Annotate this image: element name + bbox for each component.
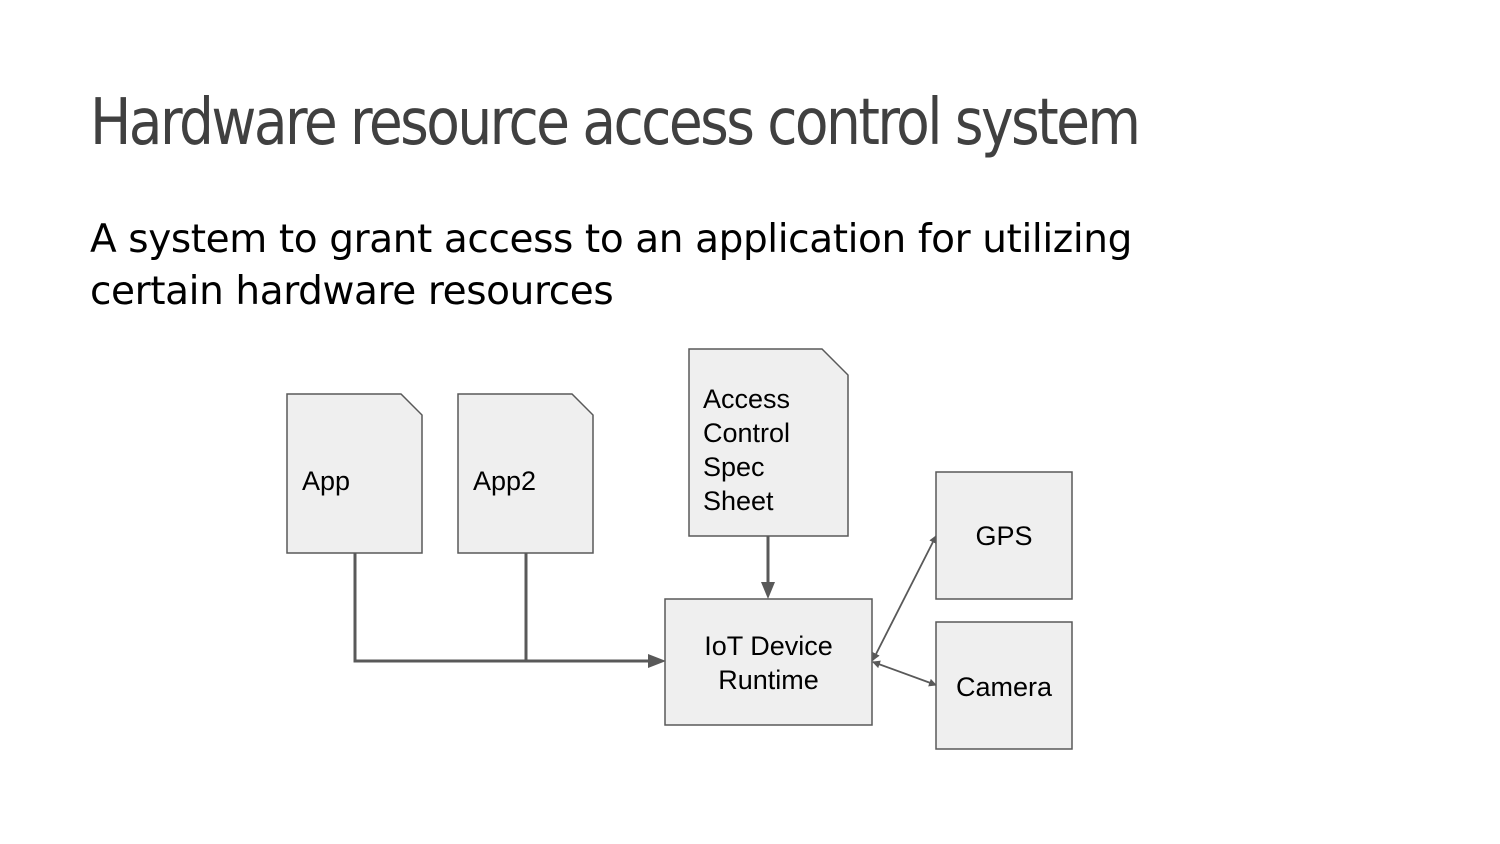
spec-sheet-label-line-4: Sheet — [703, 486, 774, 516]
app-to-runtime-connector — [353, 553, 526, 663]
spec-sheet-node: Access Control Spec Sheet — [688, 348, 849, 537]
connectors — [353, 535, 937, 687]
apps-arrowhead — [648, 654, 666, 668]
app2-node: App2 — [457, 393, 594, 554]
app-document-shape — [286, 393, 423, 554]
camera-box — [935, 621, 1073, 750]
runtime-gps-arrow — [872, 535, 937, 661]
app-label: App — [302, 466, 350, 496]
app2-document-shape — [457, 393, 594, 554]
spec-arrowhead — [761, 582, 775, 599]
gps-label: GPS — [975, 521, 1032, 551]
runtime-camera-arrow — [872, 660, 937, 687]
camera-node: Camera — [935, 621, 1073, 750]
slide-title: Hardware resource access control system — [90, 86, 1141, 160]
subtitle-line-2: certain hardware resources — [90, 269, 614, 314]
spec-sheet-label-line-3: Spec — [703, 452, 765, 482]
camera-label: Camera — [956, 672, 1053, 702]
app2-label: App2 — [473, 466, 536, 496]
runtime-label-line-2: Runtime — [718, 665, 819, 695]
spec-sheet-label-line-2: Control — [703, 418, 790, 448]
gps-node: GPS — [935, 471, 1073, 600]
subtitle-line-1: A system to grant access to an applicati… — [90, 217, 1132, 262]
runtime-box — [664, 598, 873, 726]
spec-sheet-document-shape — [688, 348, 849, 537]
runtime-node: IoT Device Runtime — [664, 598, 873, 726]
app-node: App — [286, 393, 423, 554]
gps-box — [935, 471, 1073, 600]
spec-sheet-label-line-1: Access — [703, 384, 790, 414]
slide-subtitle: A system to grant access to an applicati… — [90, 214, 1290, 318]
runtime-label-line-1: IoT Device — [704, 631, 833, 661]
